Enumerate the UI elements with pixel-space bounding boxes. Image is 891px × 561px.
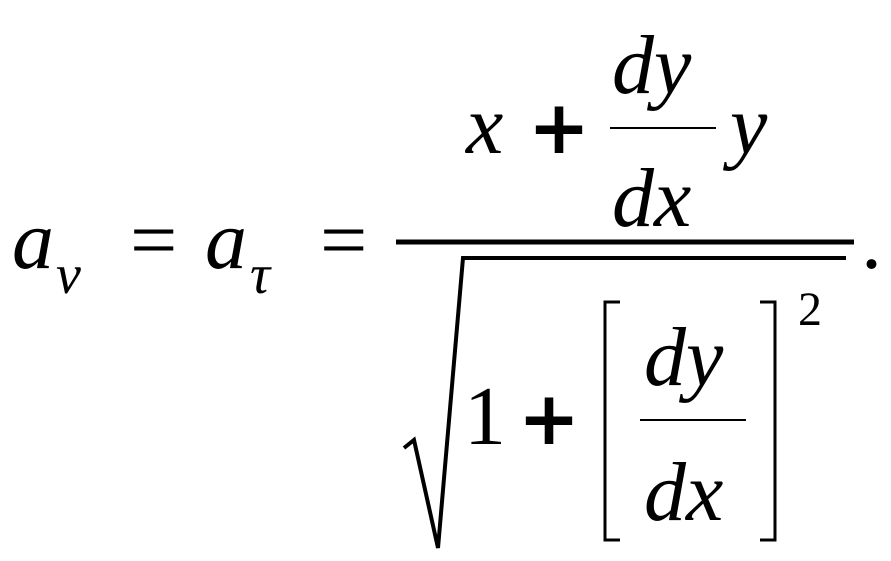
period: . xyxy=(861,194,882,287)
subscript-tau: τ xyxy=(250,244,272,306)
numerator-plus: + xyxy=(528,85,590,171)
equals-sign-2: = xyxy=(320,194,367,287)
right-bracket xyxy=(760,300,777,542)
denominator-frac-bottom: dx xyxy=(644,446,723,539)
denominator-plus: + xyxy=(518,376,580,462)
equals-sign-1: = xyxy=(130,194,177,287)
exponent-two: 2 xyxy=(798,283,822,336)
numerator-y: y xyxy=(722,79,768,172)
numerator-x: x xyxy=(464,79,503,172)
accel-symbol-2: a xyxy=(205,194,247,287)
accel-symbol-1: a xyxy=(12,194,54,287)
numerator-frac-bottom: dx xyxy=(612,152,691,245)
denominator-one: 1 xyxy=(464,370,506,463)
numerator-frac-top: dy xyxy=(612,19,692,112)
left-bracket xyxy=(603,300,620,542)
denominator-frac-top: dy xyxy=(644,311,724,404)
subscript-nu: ν xyxy=(56,244,81,306)
square-root-sign xyxy=(402,256,846,549)
